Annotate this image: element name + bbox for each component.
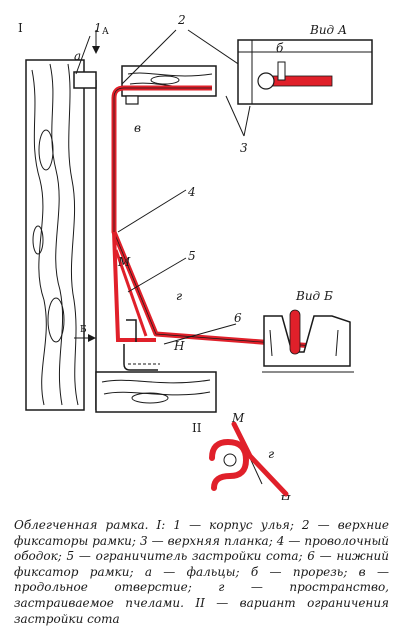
label-a-rebate: а xyxy=(74,49,81,63)
label-6-lower-fixator: 6 xyxy=(234,311,242,325)
view-a-detail xyxy=(237,39,373,105)
variant-two-detail xyxy=(209,421,289,497)
top-plank xyxy=(121,65,217,97)
hive-body-wood xyxy=(25,59,85,411)
rebate-block xyxy=(125,95,139,105)
label-g-detail: г xyxy=(268,447,274,461)
label-v-hole: в xyxy=(134,121,141,135)
comb-limiter-inner xyxy=(114,249,148,337)
label-b-marker: Б xyxy=(80,325,87,335)
lower-rail xyxy=(126,319,137,342)
comb-limiter xyxy=(112,231,156,342)
view-a-arrow xyxy=(92,30,100,54)
view-b-detail xyxy=(262,309,354,373)
label-5-limiter: 5 xyxy=(188,249,196,263)
label-part-two: II xyxy=(192,421,202,435)
label-part-one: I xyxy=(18,21,23,35)
label-view-a: Вид А xyxy=(309,23,347,37)
label-m-detail: М xyxy=(231,411,245,425)
wire-rim xyxy=(111,85,315,349)
frame-diagram: I 1 А 2 а б Вид А в 3 4 М 5 г Вид Б Б 6 … xyxy=(18,13,373,500)
wire-rim-outline xyxy=(113,87,315,347)
label-4-wire-rim: 4 xyxy=(187,185,196,199)
label-n-detail: Н xyxy=(279,493,291,500)
label-g-space: г xyxy=(176,289,182,303)
label-b-slot: б xyxy=(276,41,284,55)
label-m-point: М xyxy=(117,255,131,269)
label-3-top-plank: 3 xyxy=(240,141,248,155)
upper-fixator xyxy=(73,71,97,89)
lower-fixator xyxy=(123,344,160,371)
label-1-hive-body: 1 xyxy=(94,21,102,35)
bottom-wood xyxy=(95,371,217,413)
label-2-upper-fixators: 2 xyxy=(177,13,186,27)
figure-caption: Облегченная рамка. I: 1 — корпус улья; 2… xyxy=(14,518,389,626)
label-n-point: Н xyxy=(173,339,185,353)
label-view-b: Вид Б xyxy=(295,289,333,303)
section-b-marker xyxy=(74,334,96,342)
label-arrow-a: А xyxy=(102,27,109,37)
